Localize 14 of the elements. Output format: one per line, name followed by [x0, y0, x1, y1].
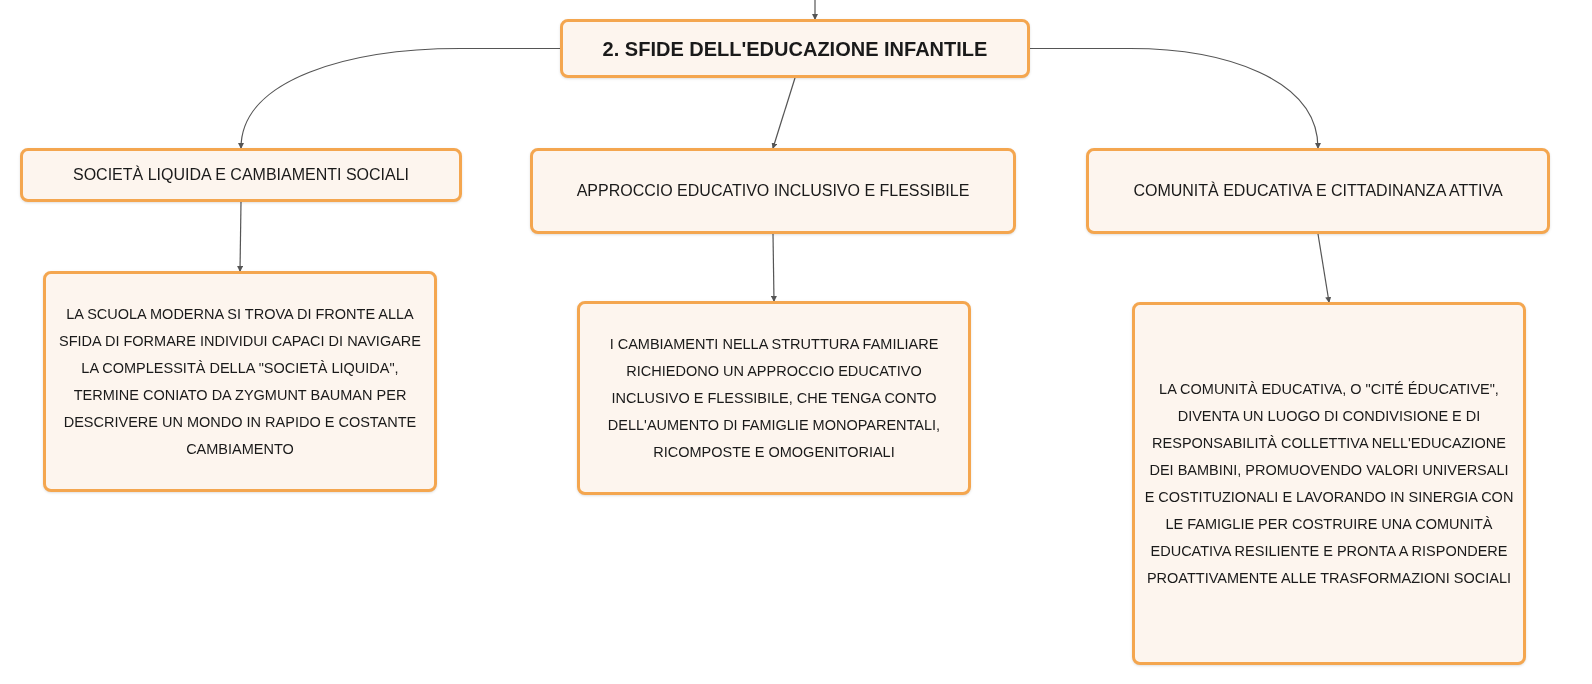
description-box: I CAMBIAMENTI NELLA STRUTTURA FAMILIARE RICHIEDONO UN APPROCCIO EDUCATIVO INCLUSIVO E FLESSIBILE, CHE TENGA CONTO DELL'AUMENTO DI FAMIGLIE MONOPARENTALI, RICOMPOSTE E OMOGENITORIALI [577, 301, 971, 495]
connector-arrow [812, 0, 818, 20]
connector-arrow [1029, 47, 1321, 149]
description-box: LA SCUOLA MODERNA SI TROVA DI FRONTE ALLA SFIDA DI FORMARE INDIVIDUI CAPACI DI NAVIGARE LA COMPLESSITÀ DELLA "SOCIETÀ LIQUIDA", TERMINE CONIATO DA ZYGMUNT BAUMAN PER DESCRIVERE UN MONDO IN RAPIDO E COSTANTE CAMBIAMENTO [43, 271, 437, 492]
connector-arrow [238, 47, 561, 149]
description-box: LA COMUNITÀ EDUCATIVA, O "CITÉ ÉDUCATIVE", DIVENTA UN LUOGO DI CONDIVISIONE E DI RESPONSABILITÀ COLLETTIVA NELL'EDUCAZIONE DEI BAMBINI, PROMUOVENDO VALORI UNIVERSALI E COSTITUZIONALI E LAVORANDO IN SINERGIA CON LE FAMIGLIE PER COSTRUIRE UNA COMUNITÀ EDUCATIVA RESILIENTE E PRONTA A RISPONDERE PROATTIVAMENTE ALLE TRASFORMAZIONI SOCIALI [1132, 302, 1526, 665]
title-box: 2. SFIDE DELL'EDUCAZIONE INFANTILE [560, 19, 1030, 78]
connector-arrow [770, 233, 777, 302]
topic-box: APPROCCIO EDUCATIVO INCLUSIVO E FLESSIBILE [530, 148, 1016, 234]
topic-box: SOCIETÀ LIQUIDA E CAMBIAMENTI SOCIALI [20, 148, 462, 202]
connector-arrow [237, 201, 244, 272]
connector-arrow [1317, 233, 1332, 303]
topic-box: COMUNITÀ EDUCATIVA E CITTADINANZA ATTIVA [1086, 148, 1550, 234]
connector-arrow [771, 77, 796, 149]
